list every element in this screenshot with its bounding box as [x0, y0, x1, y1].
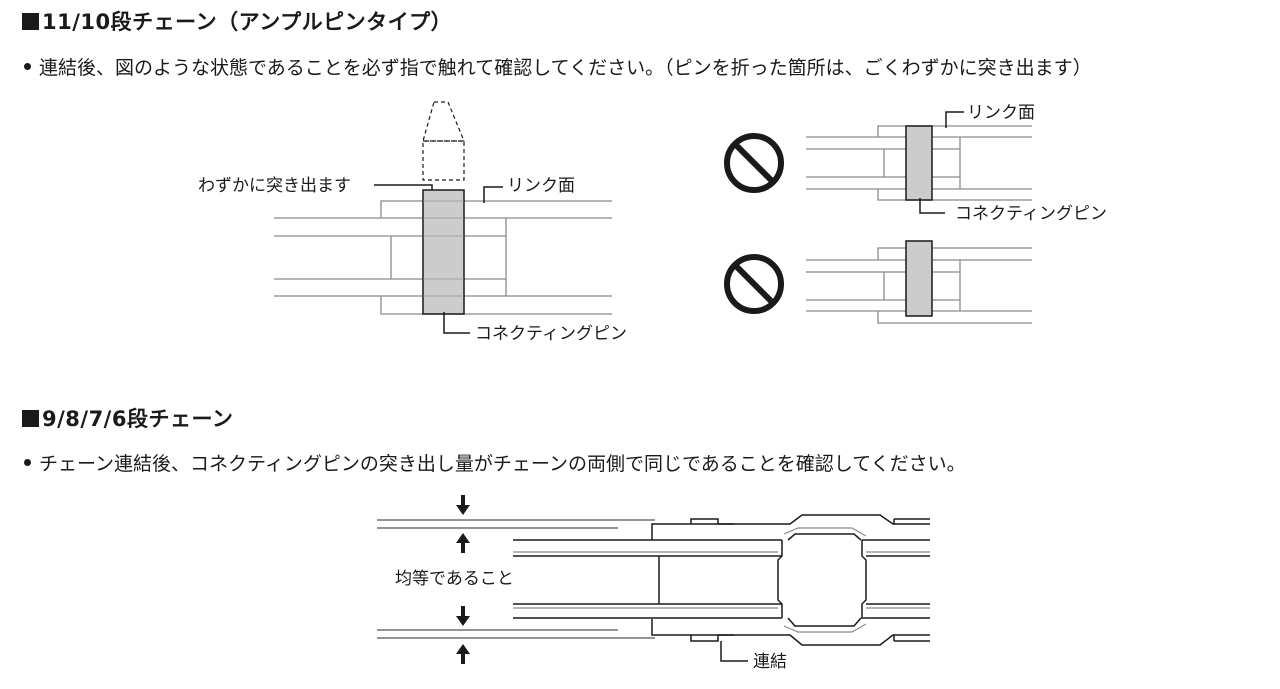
connecting-pin	[905, 125, 933, 201]
broken-pin-tip-outline	[422, 101, 465, 181]
square-bullet-icon	[22, 13, 39, 30]
bullet-dot-icon	[24, 63, 31, 70]
instruction-text: チェーン連結後、コネクティングピンの突き出し量がチェーンの両側で同じであることを…	[39, 453, 966, 475]
label-equal: 均等であること	[395, 569, 514, 589]
arrow-up-icon	[456, 533, 470, 553]
figure-chain-side-view: 均等であること	[377, 495, 930, 672]
figure-incorrect-pin-1: リンク面 コネクティングピン	[724, 103, 1107, 224]
label-connecting-pin: コネクティングピン	[955, 204, 1107, 224]
arrow-up-icon	[456, 644, 470, 664]
instruction-11-10-speed: 連結後、図のような状態であることを必ず指で触れて確認してください。（ピンを折った…	[24, 53, 1092, 80]
connecting-pin	[905, 240, 933, 317]
connecting-pin	[422, 189, 465, 315]
arrow-down-icon	[456, 606, 470, 626]
arrow-down-icon	[456, 495, 470, 515]
section-heading-9-6-speed: 9/8/7/6段チェーン	[22, 403, 233, 433]
square-bullet-icon	[22, 410, 39, 427]
bullet-dot-icon	[24, 459, 31, 466]
label-link-face: リンク面	[967, 103, 1035, 123]
heading-text: 11/10段チェーン（アンプルピンタイプ）	[42, 10, 453, 34]
prohibited-icon	[724, 133, 784, 193]
section-heading-11-10-speed: 11/10段チェーン（アンプルピンタイプ）	[22, 6, 452, 36]
instruction-text: 連結後、図のような状態であることを必ず指で触れて確認してください。（ピンを折った…	[39, 57, 1092, 79]
label-link-face: リンク面	[507, 176, 575, 196]
label-connecting-pin: コネクティングピン	[475, 324, 627, 344]
figure-incorrect-pin-2	[724, 240, 1032, 324]
instruction-9-6-speed: チェーン連結後、コネクティングピンの突き出し量がチェーンの両側で同じであることを…	[24, 449, 966, 476]
figure-correct-pin: わずかに突き出ます リンク面 コネクティングピン	[198, 101, 627, 344]
label-slightly-protrudes: わずかに突き出ます	[198, 176, 351, 196]
heading-text: 9/8/7/6段チェーン	[42, 407, 234, 431]
prohibited-icon	[724, 254, 784, 314]
label-join: 連結	[753, 652, 787, 672]
